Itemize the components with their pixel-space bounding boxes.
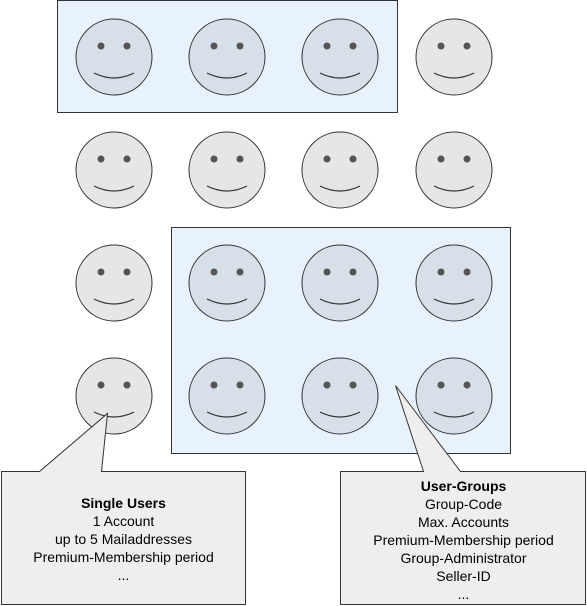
face-outline <box>301 244 379 322</box>
smiley-face <box>301 244 379 322</box>
face-outline <box>75 18 153 96</box>
face-eye <box>437 381 445 389</box>
face-eye <box>123 42 131 50</box>
face-outline <box>301 131 379 209</box>
face-outline <box>188 244 266 322</box>
face-mouth <box>206 185 248 192</box>
single-users-line: up to 5 Mailaddresses <box>55 531 192 547</box>
callout-user-groups <box>340 385 586 605</box>
smiley-face <box>415 357 493 435</box>
face-eye <box>97 268 105 276</box>
face-mouth <box>319 185 361 192</box>
face-outline <box>415 357 493 435</box>
single-users-line: Premium-Membership period <box>33 549 214 565</box>
face-mouth <box>319 72 361 79</box>
smiley-faces <box>75 18 493 435</box>
single-users-line: ... <box>117 567 130 583</box>
face-eye <box>123 381 131 389</box>
face-eye <box>437 268 445 276</box>
smiley-face <box>188 18 266 96</box>
face-mouth <box>206 72 248 79</box>
user-groups-line: ... <box>457 586 470 602</box>
smiley-face <box>75 131 153 209</box>
face-mouth <box>93 185 135 192</box>
face-mouth <box>319 298 361 305</box>
face-eye <box>463 381 471 389</box>
face-outline <box>415 18 493 96</box>
user-groups-line: Group-Administrator <box>400 550 527 566</box>
face-eye <box>437 155 445 163</box>
face-eye <box>236 381 244 389</box>
face-eye <box>463 155 471 163</box>
user-groups-line: Max. Accounts <box>417 514 510 530</box>
face-eye <box>463 268 471 276</box>
face-outline <box>188 18 266 96</box>
face-mouth <box>433 185 475 192</box>
face-eye <box>323 42 331 50</box>
smiley-face <box>75 18 153 96</box>
face-eye <box>97 155 105 163</box>
face-outline <box>75 357 153 435</box>
face-eye <box>236 155 244 163</box>
smiley-face <box>301 357 379 435</box>
face-mouth <box>93 411 135 418</box>
single-users-line: 1 Account <box>92 513 155 529</box>
callout-single-users <box>1 412 246 605</box>
face-eye <box>97 381 105 389</box>
face-eye <box>210 42 218 50</box>
smiley-face <box>188 131 266 209</box>
face-eye <box>463 42 471 50</box>
face-eye <box>349 42 357 50</box>
user-groups-text: User-Groups Group-Code Max. Accounts Pre… <box>341 477 586 603</box>
smiley-face <box>415 131 493 209</box>
face-eye <box>210 268 218 276</box>
face-mouth <box>319 411 361 418</box>
face-eye <box>437 42 445 50</box>
face-mouth <box>93 72 135 79</box>
face-outline <box>301 357 379 435</box>
face-outline <box>188 357 266 435</box>
face-eye <box>323 155 331 163</box>
face-eye <box>323 268 331 276</box>
face-eye <box>349 381 357 389</box>
face-eye <box>349 155 357 163</box>
user-groups-line: Group-Code <box>424 496 503 512</box>
face-eye <box>210 381 218 389</box>
smiley-face <box>301 18 379 96</box>
user-groups-line: Premium-Membership period <box>373 532 554 548</box>
face-mouth <box>433 298 475 305</box>
smiley-face <box>301 131 379 209</box>
face-outline <box>415 244 493 322</box>
face-eye <box>123 155 131 163</box>
face-outline <box>75 244 153 322</box>
face-outline <box>188 131 266 209</box>
face-mouth <box>433 72 475 79</box>
face-eye <box>97 42 105 50</box>
callouts <box>1 385 586 605</box>
face-eye <box>323 381 331 389</box>
face-outline <box>415 131 493 209</box>
smiley-face <box>415 244 493 322</box>
smiley-face <box>188 244 266 322</box>
face-eye <box>349 268 357 276</box>
single-users-heading: Single Users <box>81 495 166 511</box>
face-outline <box>75 131 153 209</box>
face-mouth <box>206 298 248 305</box>
face-mouth <box>93 298 135 305</box>
face-eye <box>210 155 218 163</box>
user-groups-line: Seller-ID <box>436 568 491 584</box>
smiley-face <box>415 18 493 96</box>
face-mouth <box>206 411 248 418</box>
face-eye <box>236 268 244 276</box>
face-eye <box>236 42 244 50</box>
smiley-face <box>188 357 266 435</box>
user-groups-heading: User-Groups <box>420 478 507 494</box>
face-mouth <box>433 411 475 418</box>
face-eye <box>123 268 131 276</box>
single-users-text: Single Users 1 Account up to 5 Mailaddre… <box>2 494 245 584</box>
face-outline <box>301 18 379 96</box>
smiley-face <box>75 357 153 435</box>
smiley-face <box>75 244 153 322</box>
